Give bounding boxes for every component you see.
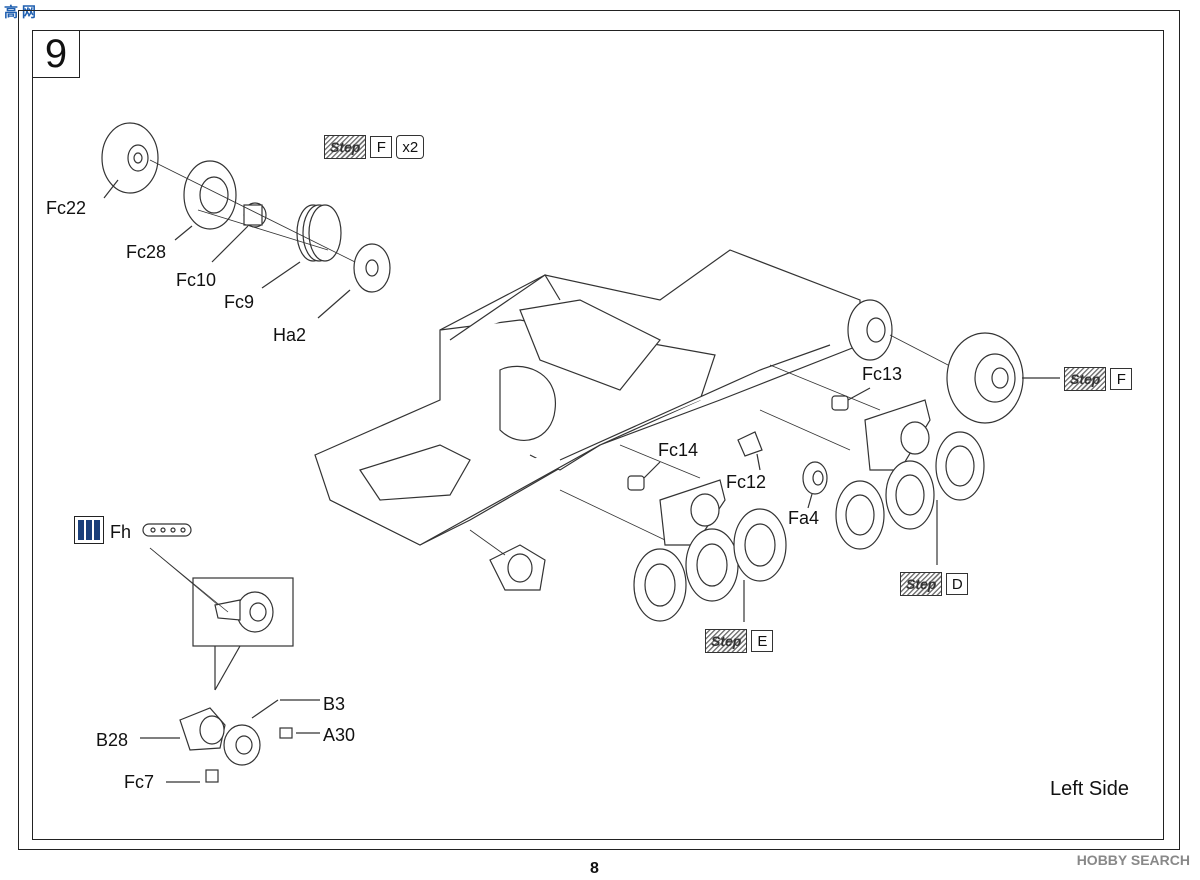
detail-part [214,591,274,633]
label-b28: B28 [96,730,129,750]
side-label: Left Side [1050,778,1129,800]
part-fh-strip [142,523,192,537]
idler-wheel-fc22 [101,122,159,194]
label-a30: A30 [323,725,356,745]
hub-fc10 [243,202,267,228]
diagram-area [32,30,1164,840]
watermark-logo-bottom: HOBBY SEARCH [1076,852,1190,868]
hull [314,249,861,546]
step-letter: D [946,573,969,595]
label-fc14: Fc14 [658,440,699,460]
label-fc10: Fc10 [176,270,217,290]
step-badge-d: Step D [900,572,969,596]
label-fc28: Fc28 [126,242,167,262]
label-b3: B3 [323,694,346,714]
idler-wheel-fc28 [183,160,237,230]
part-fc12 [737,431,763,457]
label-fc7: Fc7 [124,772,155,792]
part-fa4 [802,461,828,495]
step-word: Step [705,629,748,653]
part-fc14 [627,475,645,491]
step-letter: E [751,630,774,652]
label-ha2: Ha2 [273,325,307,345]
step-word: Step [324,135,367,159]
step-letter: F [370,136,393,158]
multiplier: x2 [396,135,425,159]
page-frame [18,10,1180,850]
step-badge-e: Step E [705,629,774,653]
label-fa4: Fa4 [788,508,820,528]
label-fc13: Fc13 [862,364,903,384]
tyre-fc9 [296,204,342,262]
hubcap-ha2 [353,243,391,293]
part-fc13 [831,395,849,411]
step-badge-f-top: Step F x2 [324,135,425,159]
step-badge-f-right: Step F [1064,367,1133,391]
label-fc22: Fc22 [46,198,87,218]
paint-icon [74,516,104,544]
step-letter: F [1110,368,1133,390]
step-word: Step [1064,367,1107,391]
drive-sprocket [847,299,1024,424]
page-number: 8 [590,860,599,877]
step-number: 9 [32,30,80,78]
label-fh: Fh [110,522,132,542]
sub-assembly [179,699,293,783]
label-fc9: Fc9 [224,292,255,312]
step-word: Step [900,572,943,596]
bogie-e [633,479,787,622]
label-fc12: Fc12 [726,472,767,492]
final-drive [489,544,546,591]
watermark-logo-top: 高 网 [4,4,36,20]
bogie-d [835,399,985,550]
